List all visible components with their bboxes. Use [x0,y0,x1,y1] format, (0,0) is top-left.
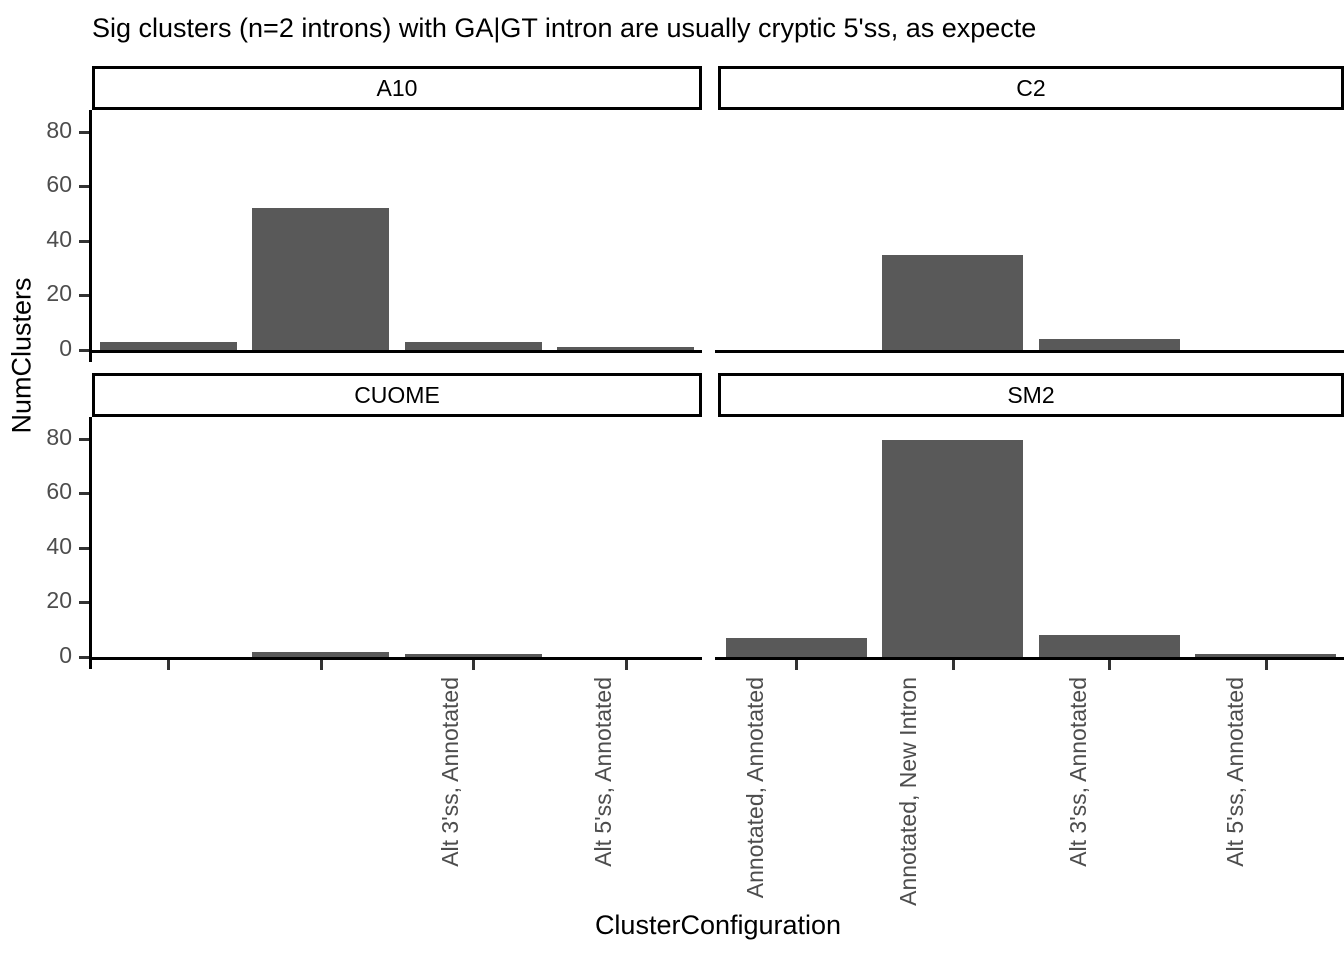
x-tick-label: Alt 3'ss, Annotated [437,677,464,867]
bars-layer [718,110,1344,350]
x-tick-mark [1108,660,1112,670]
facet-strip-sm2: SM2 [718,373,1344,417]
bar [252,208,390,350]
facet-strip-label: SM2 [1007,381,1055,408]
bars-layer [92,417,702,657]
x-tick-mark [951,660,955,670]
facet-plot-area-cuome [92,417,702,657]
y-tick-label: 20 [46,587,72,614]
y-tick-label: 40 [46,225,72,252]
bar [1038,635,1180,657]
facet-plot-area-a10 [92,110,702,350]
facet-panel-sm2: SM2 [718,373,1344,657]
y-tick-label: 60 [46,478,72,505]
x-tick-label: Alt 5'ss, Annotated [589,677,616,867]
x-tick-mark [795,660,799,670]
bar [882,254,1024,350]
x-tick-mark [1264,660,1268,670]
facet-panel-a10: A10 [92,66,702,350]
y-tick-mark [79,185,89,189]
x-tick-mark [319,660,323,670]
bars-layer [718,417,1344,657]
bar [882,440,1024,657]
x-axis-line [715,657,1344,660]
panel-bottom-line [89,350,702,353]
x-tick-mark [472,660,476,670]
x-tick-mark [624,660,628,670]
y-tick-label: 60 [46,171,72,198]
panel-bottom-line [715,350,1344,353]
bar [1195,654,1337,657]
x-tick-label: Annotated, New Intron [894,677,921,906]
facet-strip-c2: C2 [718,66,1344,110]
x-tick-label: Annotated, Annotated [742,677,769,899]
facet-strip-label: C2 [1016,74,1046,101]
facet-panel-cuome: CUOME [92,373,702,657]
y-tick-mark [79,546,89,550]
facet-strip-label: CUOME [354,381,440,408]
y-tick-mark [79,239,89,243]
facet-strip-cuome: CUOME [92,373,702,417]
x-tick-mark [167,660,171,670]
y-tick-label: 80 [46,423,72,450]
bar [252,651,390,657]
facet-panel-c2: C2 [718,66,1344,350]
bar [99,341,237,350]
y-tick-mark [79,492,89,496]
x-axis-title: ClusterConfiguration [594,910,842,940]
y-tick-mark [79,130,89,134]
bar [557,347,695,350]
y-tick-mark [79,656,89,659]
x-axis-line [89,657,702,660]
y-tick-label: 0 [59,335,72,361]
y-axis-line [89,417,92,669]
bar [404,654,542,657]
y-axis-line [89,110,92,362]
facet-strip-label: A10 [376,74,418,101]
y-tick-label: 20 [46,280,72,307]
facet-plot-area-c2 [718,110,1344,350]
y-tick-label: 0 [59,642,72,668]
y-tick-mark [79,601,89,605]
x-tick-label: Alt 3'ss, Annotated [1065,677,1092,867]
facet-plot-area-sm2 [718,417,1344,657]
facet-strip-a10: A10 [92,66,702,110]
y-tick-mark [79,294,89,298]
x-tick-label: Alt 5'ss, Annotated [1221,677,1248,867]
y-tick-mark [79,437,89,441]
bar [404,341,542,350]
bars-layer [92,110,702,350]
y-tick-label: 80 [46,116,72,143]
bar [1038,339,1180,350]
page-title: Sig clusters (n=2 introns) with GA|GT in… [92,13,1037,43]
y-tick-label: 40 [46,532,72,559]
bar [725,637,867,657]
y-tick-mark [79,349,89,352]
